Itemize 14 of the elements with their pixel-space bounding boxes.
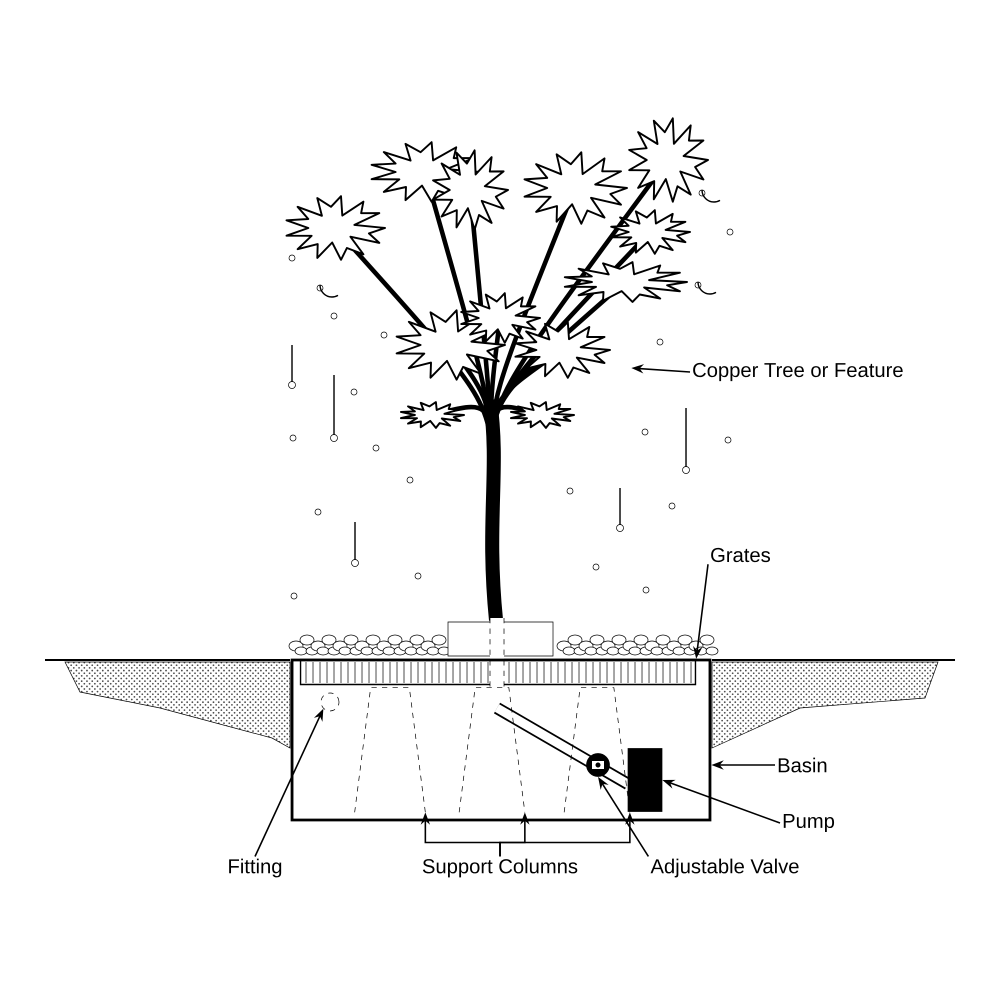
column-drawing [354, 687, 426, 813]
callout-label: Support Columns [422, 858, 578, 878]
valve-drawing [586, 753, 610, 777]
callout-label: Grates [711, 548, 770, 562]
fitting-drawing [320, 692, 340, 712]
column-drawing [458, 687, 526, 813]
callout-label: Copper Tree or Feature [693, 362, 903, 382]
column-drawing [564, 687, 630, 813]
callout-label: Fitting [229, 858, 282, 878]
callout-label: Basin [778, 758, 826, 772]
callout-label: Pump [784, 814, 834, 832]
callout-label: Adjustable Valve [650, 858, 799, 878]
basin-drawing [290, 658, 712, 822]
pump-drawing [628, 748, 662, 812]
